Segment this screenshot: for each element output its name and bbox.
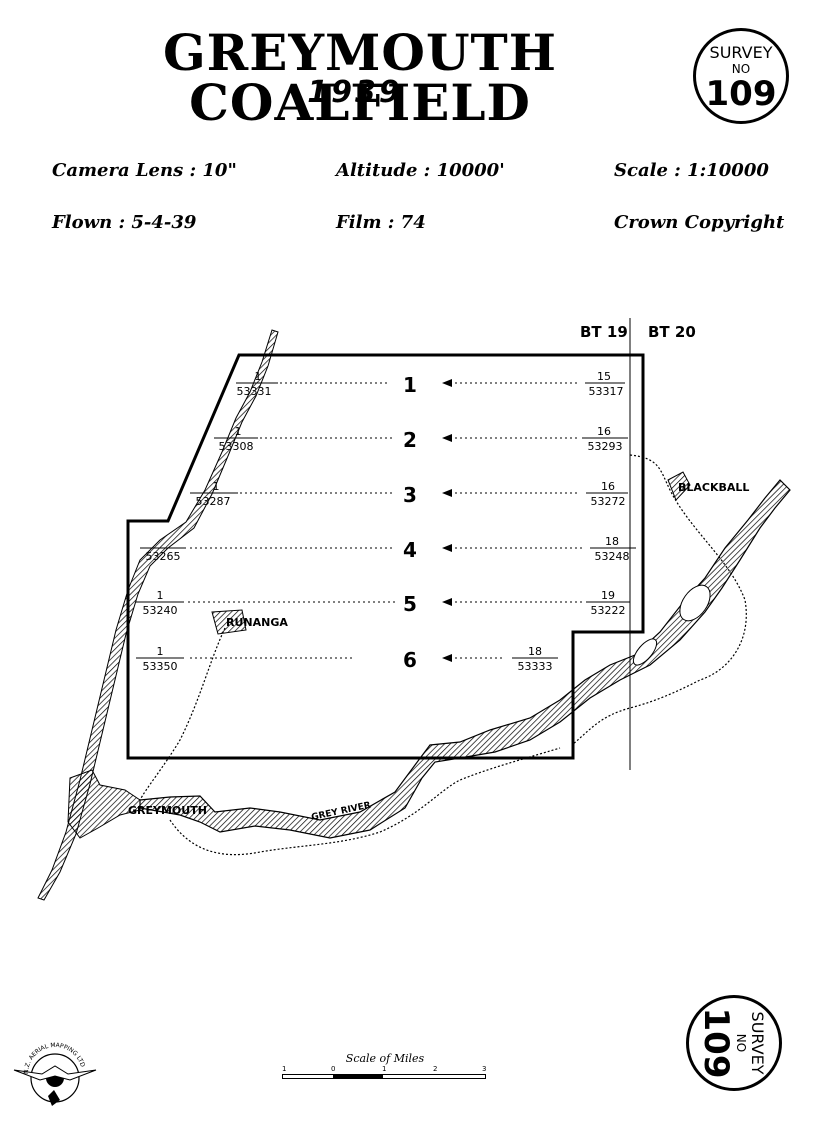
- survey-boundary: [126, 353, 645, 760]
- scale-tick-label: 0: [331, 1065, 336, 1073]
- run-start-frame: 1: [235, 425, 242, 438]
- scale-tick-label: 2: [433, 1065, 438, 1073]
- blackball-settlement: [667, 471, 691, 501]
- flight-direction-arrow: [442, 489, 452, 497]
- place-label-greymouth: GREYMOUTH: [128, 804, 207, 817]
- nz-aerial-mapping-logo: N.Z. AERIAL MAPPING LTD: [13, 1042, 97, 1106]
- flight-direction-arrow: [442, 544, 452, 552]
- run-number: 6: [403, 648, 417, 672]
- run-number: 1: [403, 373, 417, 397]
- scale-tick-label: 1: [282, 1065, 287, 1073]
- run-start-photo: 53265: [146, 550, 181, 563]
- run-end-frame: 18: [605, 535, 619, 548]
- greymouth-town-area: [67, 769, 141, 839]
- copyright-text: Crown Copyright: [614, 212, 785, 233]
- map-year: 1939: [307, 75, 403, 110]
- scale-text: Scale : 1:10000: [614, 160, 769, 181]
- run-end-photo: 53222: [591, 604, 626, 617]
- run-start-photo: 53331: [237, 385, 272, 398]
- run-start-photo: 53240: [143, 604, 178, 617]
- sheet-label-bt20: BT 20: [648, 323, 696, 341]
- survey-badge-top: SURVEY NO 109: [693, 28, 789, 124]
- scale-bar-graphic: [282, 1074, 486, 1079]
- survey-badge-no: NO: [734, 1033, 748, 1053]
- flight-run-4: 4 53265 18 53248: [140, 535, 636, 563]
- run-end-photo: 53293: [588, 440, 623, 453]
- run-start-frame: 1: [213, 480, 220, 493]
- survey-badge-label: SURVEY: [748, 1011, 767, 1075]
- scale-bar-fill: [333, 1075, 383, 1078]
- coastline: [37, 329, 279, 901]
- flight-direction-arrow: [442, 654, 452, 662]
- run-end-frame: 18: [528, 645, 542, 658]
- flight-run-2: 2 1 53308 16 53293: [214, 425, 628, 453]
- railway-line: [571, 454, 747, 746]
- place-label-blackball: BLACKBALL: [678, 481, 749, 494]
- flight-run-1: 1 1 53331 15 53317: [236, 370, 625, 398]
- run-start-photo: 53308: [219, 440, 254, 453]
- runanga-road: [139, 627, 226, 801]
- run-end-photo: 53333: [518, 660, 553, 673]
- river-island: [632, 638, 658, 666]
- survey-badge-label: SURVEY: [709, 43, 773, 62]
- flight-run-5: 5 1 53240 19 53222: [136, 589, 630, 617]
- run-start-photo: 53350: [143, 660, 178, 673]
- flight-run-3: 3 1 53287 16 53272: [190, 480, 628, 508]
- river-island: [679, 584, 711, 622]
- scale-bar-title: Scale of Miles: [345, 1052, 425, 1065]
- scale-bar: Scale of Miles 1 0 1 2 3: [280, 1052, 490, 1086]
- flight-direction-arrow: [442, 379, 452, 387]
- survey-badge-no: NO: [731, 62, 751, 76]
- flight-direction-arrow: [442, 598, 452, 606]
- flight-run-6: 6 1 53350 18 53333: [136, 645, 558, 673]
- run-number: 5: [403, 592, 417, 616]
- flown-date-text: Flown : 5-4-39: [52, 212, 197, 233]
- scale-tick-label: 3: [482, 1065, 487, 1073]
- run-end-frame: 16: [597, 425, 611, 438]
- run-start-frame: 1: [157, 645, 164, 658]
- map-title: GREYMOUTH COALFIELD: [162, 23, 557, 132]
- grey-river: [139, 479, 791, 839]
- run-number: 4: [403, 538, 417, 562]
- run-start-frame: 1: [255, 370, 262, 383]
- run-end-frame: 16: [601, 480, 615, 493]
- camera-lens-text: Camera Lens : 10": [52, 160, 237, 181]
- runanga-settlement: [211, 609, 247, 635]
- survey-badge-number: 109: [705, 74, 777, 114]
- run-end-photo: 53248: [595, 550, 630, 563]
- run-end-frame: 19: [601, 589, 615, 602]
- survey-badge-bottom: SURVEY NO 109: [686, 995, 782, 1091]
- run-end-photo: 53272: [591, 495, 626, 508]
- run-number: 2: [403, 428, 417, 452]
- run-end-frame: 15: [597, 370, 611, 383]
- place-label-runanga: RUNANGA: [226, 616, 288, 629]
- run-start-frame: 1: [157, 589, 164, 602]
- survey-badge-number: 109: [696, 1007, 736, 1079]
- altitude-text: Altitude : 10000': [336, 160, 505, 181]
- run-number: 3: [403, 483, 417, 507]
- scale-tick-label: 1: [382, 1065, 387, 1073]
- sheet-label-bt19: BT 19: [580, 323, 628, 341]
- run-start-photo: 53287: [196, 495, 231, 508]
- run-end-photo: 53317: [589, 385, 624, 398]
- film-text: Film : 74: [336, 212, 426, 233]
- river-road: [169, 747, 561, 856]
- flight-direction-arrow: [442, 434, 452, 442]
